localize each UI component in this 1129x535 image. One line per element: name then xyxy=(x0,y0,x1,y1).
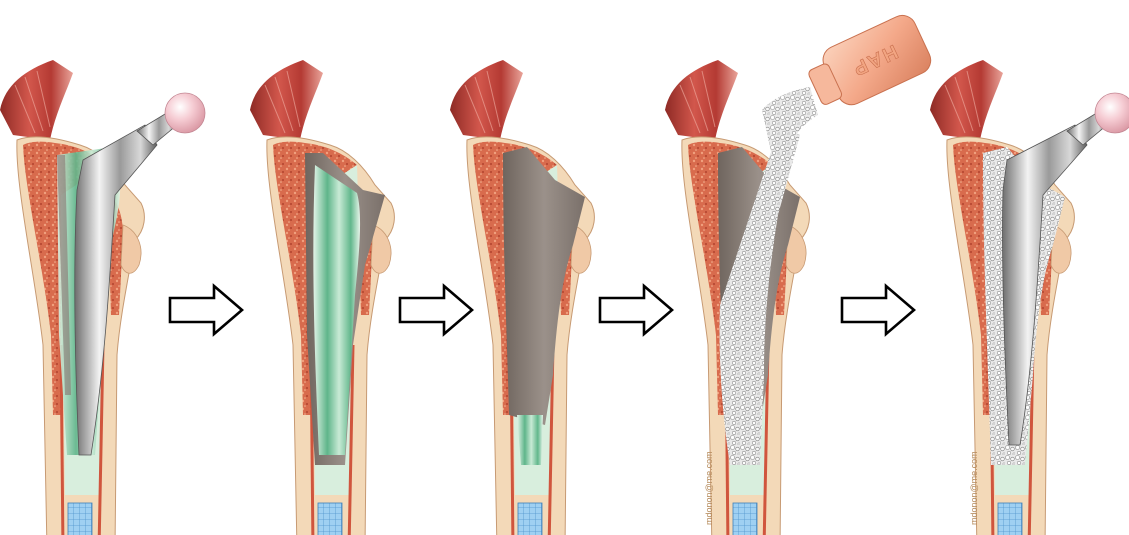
arrow-2 xyxy=(400,286,472,334)
panel-5-new-implant: mdonon@me.com xyxy=(930,60,1129,535)
credit-text-1: mdonon@me.com xyxy=(704,451,714,525)
arrow-4 xyxy=(842,286,914,334)
hap-bottle: HAP xyxy=(802,11,935,117)
arrow-3 xyxy=(600,286,672,334)
femoral-head-ball xyxy=(165,93,205,133)
credit-text-2: mdonon@me.com xyxy=(969,451,979,525)
panel-4-hap-filling: HAP mdonon@me.com xyxy=(665,11,935,535)
arrow-1 xyxy=(170,286,242,334)
panel-3-bone-defect xyxy=(450,60,594,535)
panel-2-implant-removed xyxy=(250,60,394,535)
